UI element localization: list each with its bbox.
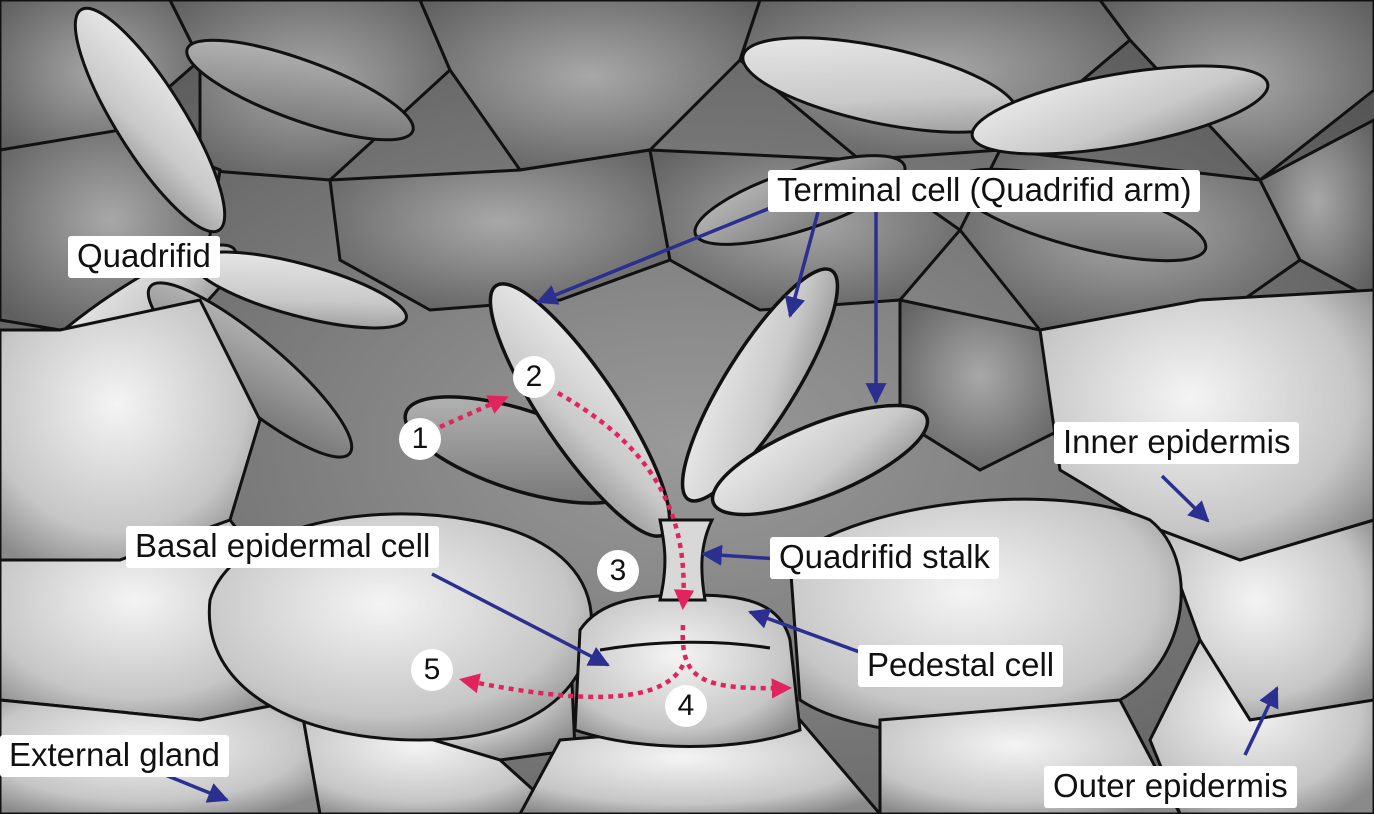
pathway-step-5: 5 [411,649,453,691]
quadrifid-stalk-label: Quadrifid stalk [770,537,999,579]
basal-epidermal-cell-label: Basal epidermal cell [126,526,439,568]
outer-epidermis-label: Outer epidermis [1044,766,1297,808]
terminal-cell-label: Terminal cell (Quadrifid arm) [768,170,1200,212]
pathway-step-3: 3 [597,550,639,592]
external-gland-label: External gland [0,735,229,777]
pathway-step-2: 2 [513,356,555,398]
pathway-step-1: 1 [399,418,441,460]
quadrifid-label: Quadrifid [68,236,220,278]
inner-epidermis-label: Inner epidermis [1054,422,1299,464]
pedestal-cell-label: Pedestal cell [858,645,1063,687]
pathway-step-4: 4 [665,685,707,727]
